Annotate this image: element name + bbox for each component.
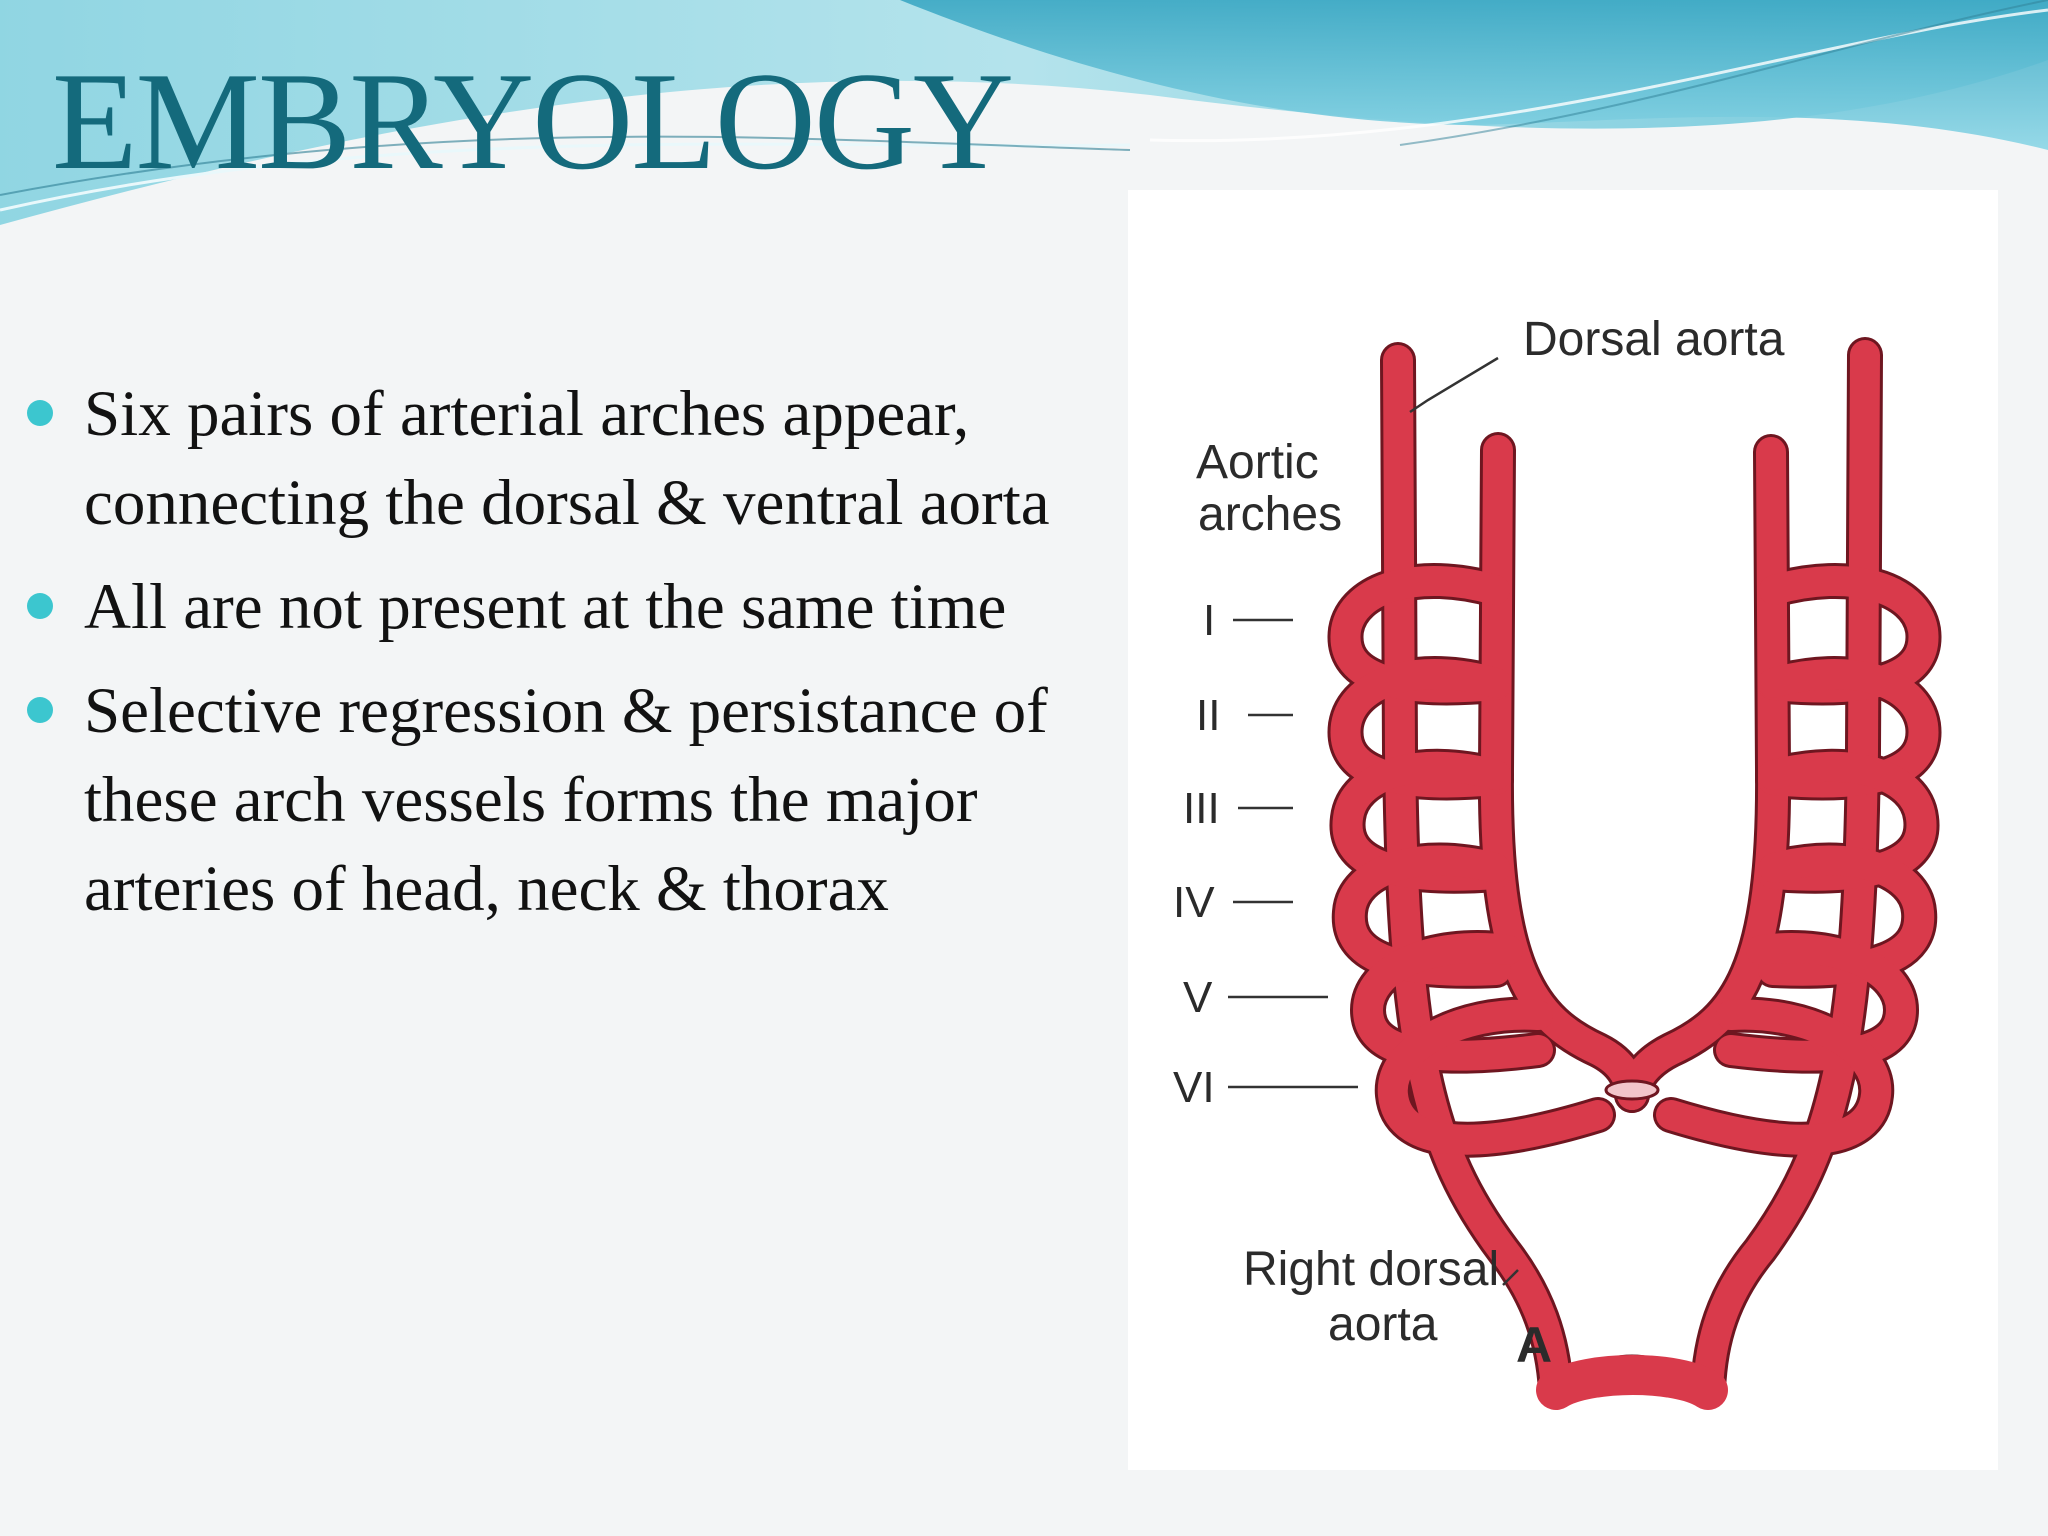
- arch-numeral-iii: III: [1183, 784, 1220, 833]
- vessel-network: [1327, 337, 1942, 1410]
- arch-numeral-ii: II: [1196, 691, 1220, 740]
- bullet-list: Six pairs of arterial arches appear, con…: [24, 370, 1134, 949]
- bullet-item: Selective regression & persistance of th…: [24, 667, 1134, 934]
- bullet-text: Six pairs of arterial arches appear, con…: [84, 378, 1050, 539]
- aortic-arches-diagram: Dorsal aorta Aortic arches I II III IV V…: [1128, 190, 1998, 1470]
- bullet-dot-icon: [27, 400, 53, 426]
- label-arches: arches: [1198, 488, 1342, 541]
- bullet-item: All are not present at the same time: [24, 563, 1134, 652]
- label-aorta: aorta: [1328, 1298, 1438, 1351]
- label-right-dorsal: Right dorsal: [1243, 1243, 1499, 1296]
- slide-title: EMBRYOLOGY: [52, 44, 1014, 199]
- figure-letter: A: [1516, 1317, 1552, 1373]
- label-aortic: Aortic: [1196, 436, 1319, 489]
- bullet-text: Selective regression & persistance of th…: [84, 675, 1048, 925]
- arch-numeral-i: I: [1203, 596, 1215, 645]
- bullet-item: Six pairs of arterial arches appear, con…: [24, 370, 1134, 548]
- arch-numeral-vi: VI: [1173, 1063, 1215, 1112]
- bullet-dot-icon: [27, 697, 53, 723]
- arch-numeral-v: V: [1183, 973, 1213, 1022]
- label-dorsal-aorta: Dorsal aorta: [1523, 313, 1785, 366]
- aortic-arches-illustration: Dorsal aorta Aortic arches I II III IV V…: [1173, 313, 1942, 1410]
- leader-lines: [1228, 356, 1519, 1286]
- arch-numeral-iv: IV: [1173, 878, 1215, 927]
- bullet-dot-icon: [27, 593, 53, 619]
- bullet-text: All are not present at the same time: [84, 571, 1007, 643]
